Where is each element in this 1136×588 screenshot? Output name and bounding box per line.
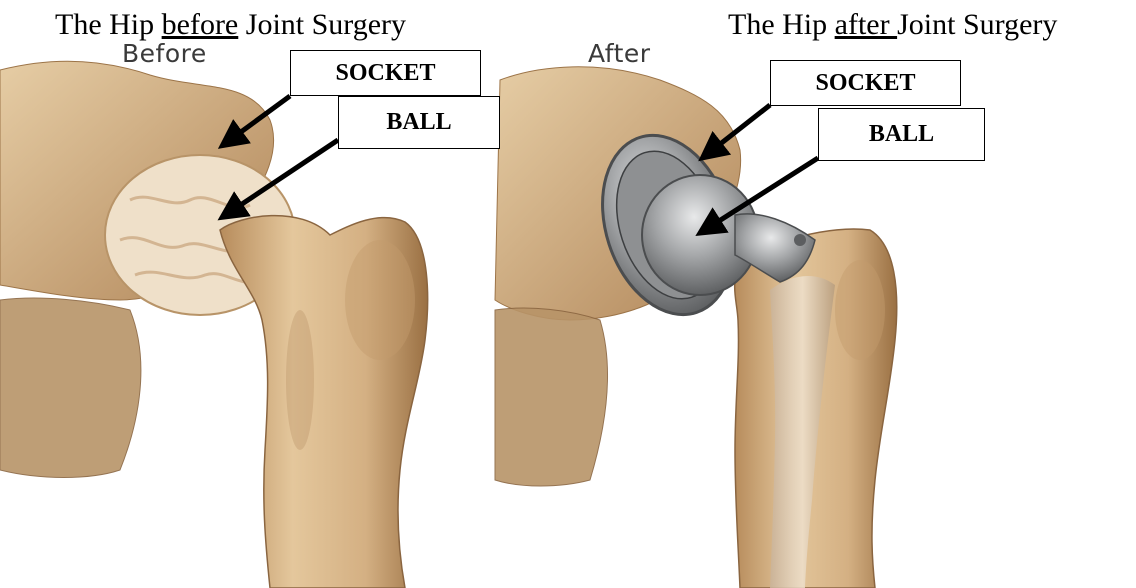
before-ball-label: BALL xyxy=(338,96,500,149)
after-socket-label: SOCKET xyxy=(770,60,961,106)
before-pelvis-lower xyxy=(0,298,141,477)
after-ball-label: BALL xyxy=(818,108,985,161)
after-heading-emphasis: after xyxy=(835,8,897,41)
after-heading-prefix: The Hip xyxy=(728,8,835,41)
after-pelvis-lower xyxy=(495,308,607,486)
before-socket-label: SOCKET xyxy=(290,50,481,96)
before-heading-emphasis: before xyxy=(162,8,239,41)
after-heading-suffix: Joint Surgery xyxy=(897,8,1057,41)
after-tag: After xyxy=(588,41,651,66)
after-heading: The Hip after Joint Surgery xyxy=(728,10,1057,40)
before-tag: Before xyxy=(122,41,207,66)
before-heading-suffix: Joint Surgery xyxy=(238,8,406,41)
before-heading-prefix: The Hip xyxy=(55,8,162,41)
before-heading: The Hip before Joint Surgery xyxy=(55,10,406,40)
